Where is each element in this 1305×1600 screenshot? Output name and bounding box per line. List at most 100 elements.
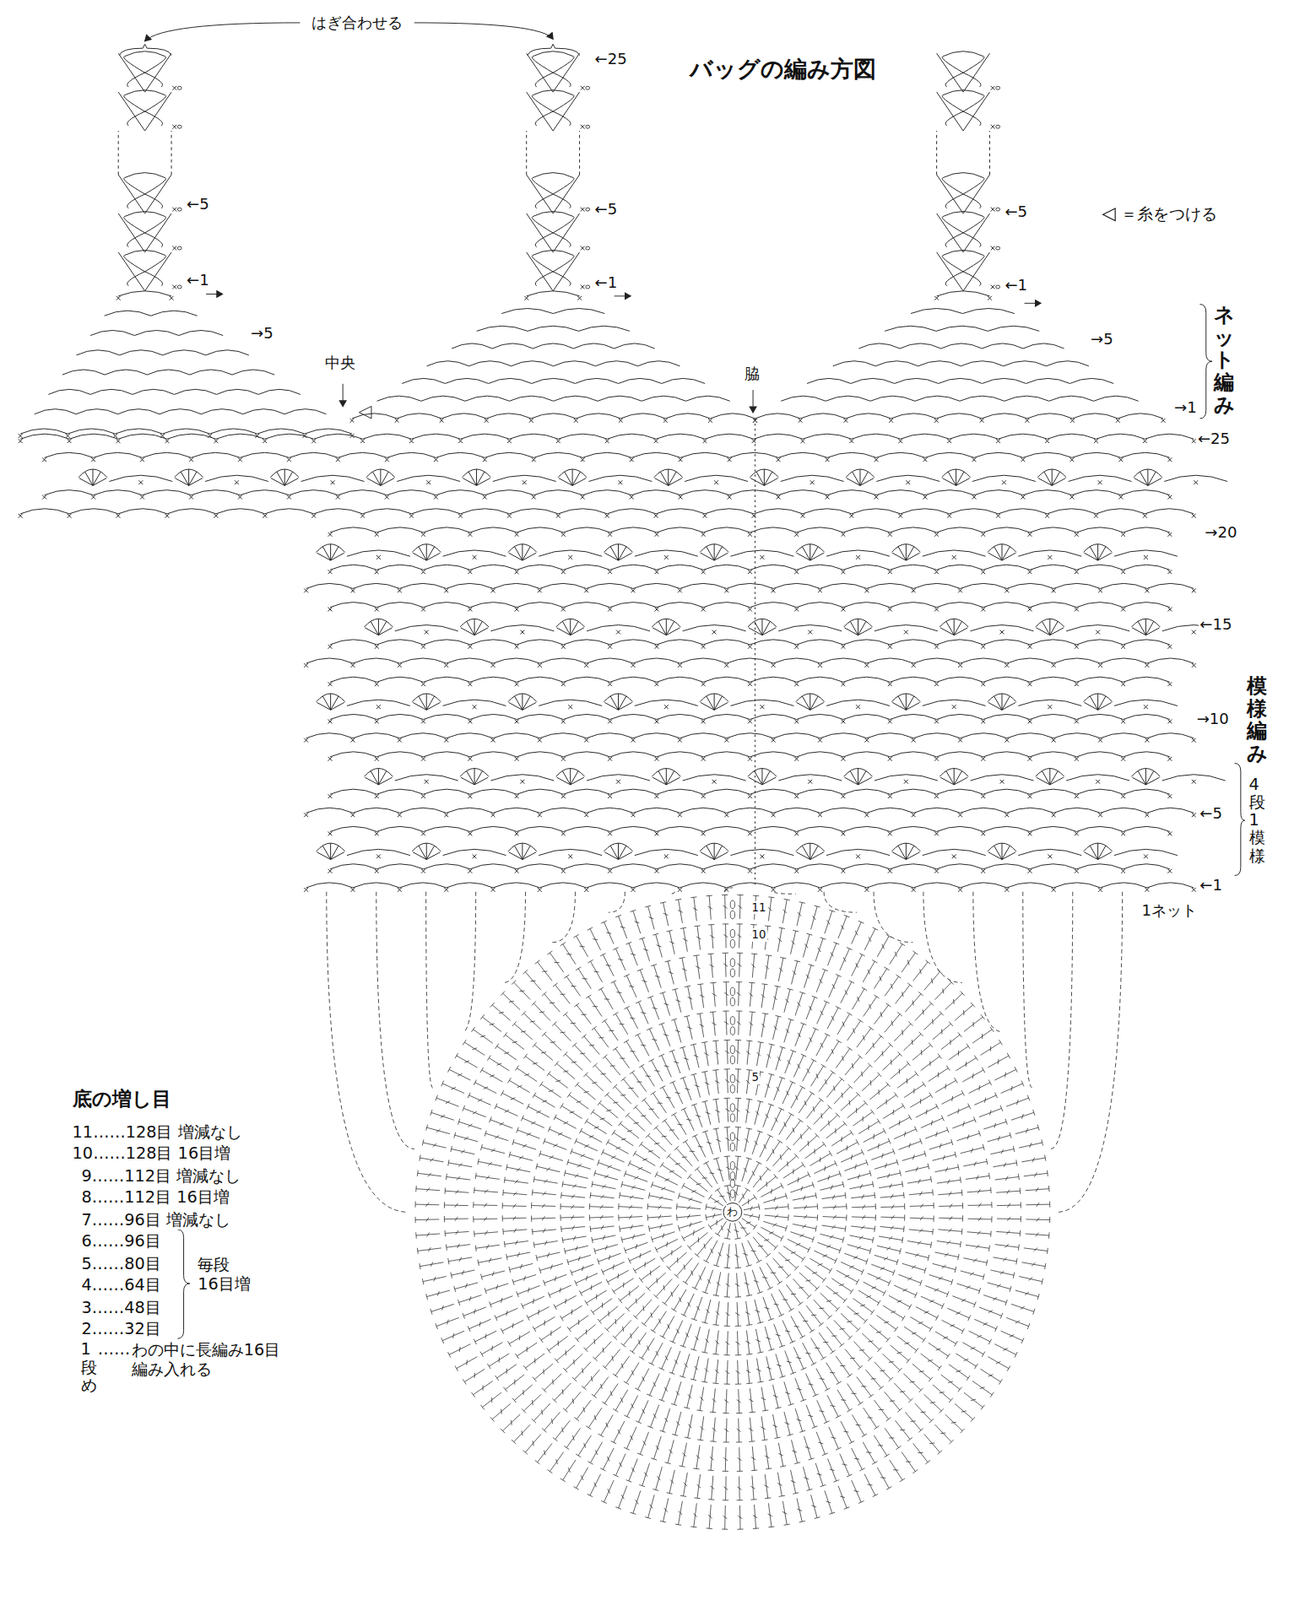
chain-mark <box>730 1017 735 1026</box>
base-round-stitches <box>647 1127 818 1299</box>
chart-label: ←1 <box>1003 276 1029 295</box>
chain-mark <box>585 86 591 90</box>
pointer-arrow <box>342 384 344 407</box>
chart-label: …… <box>97 1339 132 1360</box>
chart-label: 4……64目 <box>81 1275 163 1295</box>
base-round-stitches <box>415 894 1051 1530</box>
chain-mark <box>730 1084 735 1094</box>
chain-mark <box>730 900 735 910</box>
strap-gap-line <box>936 130 991 175</box>
strap-gap-line <box>526 130 580 175</box>
chain-mark <box>730 910 735 920</box>
chart-label: 11 <box>751 901 768 916</box>
join-line <box>414 22 553 39</box>
chart-label: 6……96目 <box>81 1231 163 1251</box>
chain-mark <box>730 1172 735 1181</box>
chart-label: わの中に長編み16目 編み入れる <box>130 1340 303 1380</box>
chain-mark <box>730 987 735 997</box>
chart-label: ←5 <box>1198 804 1224 824</box>
legend-sample-triangle <box>1103 208 1116 222</box>
chart-label: 2……32目 <box>81 1319 163 1339</box>
chain-mark <box>730 1190 735 1199</box>
chart-drawing <box>18 22 1246 1530</box>
chain-mark <box>730 929 735 938</box>
chain-mark <box>730 1180 735 1189</box>
chain-mark <box>730 1132 735 1142</box>
chart-label: ←5 <box>1003 202 1029 222</box>
base-round-stitches <box>589 1069 876 1356</box>
chart-label: 脇 <box>743 364 761 384</box>
chain-mark <box>730 1074 735 1083</box>
base-round-stitches <box>560 1039 905 1385</box>
join-brace <box>119 43 172 55</box>
chart-label: わ <box>725 1205 739 1219</box>
chain-mark <box>177 246 182 250</box>
chain-mark <box>585 124 591 129</box>
chain-mark <box>730 1055 735 1065</box>
chain-mark <box>177 86 182 90</box>
join-brace <box>527 43 580 55</box>
chart-label: ←1 <box>185 270 211 290</box>
chain-mark <box>730 1104 735 1113</box>
chart-label: ←25 <box>1196 429 1231 449</box>
table-bracket <box>177 1229 190 1339</box>
pattern-stitches <box>18 433 1228 893</box>
chart-label: →5 <box>249 324 275 343</box>
chart-label: ←5 <box>594 200 619 219</box>
chain-mark <box>730 1027 735 1036</box>
chart-label: 3……48目 <box>81 1298 163 1318</box>
net-stitches <box>18 291 1166 439</box>
chain-mark <box>730 1114 735 1123</box>
join-line <box>145 22 301 42</box>
chart-label: ←5 <box>185 194 211 214</box>
strap-gap-line <box>118 130 172 175</box>
base-round-stitches <box>444 924 1021 1501</box>
direction-arrow <box>205 293 223 295</box>
chain-mark <box>730 958 735 968</box>
chain-mark <box>730 997 735 1007</box>
direction-arrow <box>1024 303 1041 304</box>
chain-mark <box>730 1162 735 1171</box>
chart-label: 底の増し目 <box>71 1088 173 1112</box>
chart-label: 4段1模様 <box>1249 775 1266 866</box>
base-round-stitches <box>618 1098 847 1327</box>
chain-mark <box>585 207 591 212</box>
chart-label: 中央 <box>324 353 357 373</box>
chart-label: →10 <box>1196 709 1230 729</box>
chart-label: 8……112目 16目増 <box>81 1187 231 1208</box>
pointer-arrow <box>752 389 754 413</box>
chart-label: 1ネット <box>1140 901 1198 921</box>
chart-label: 5……80目 <box>81 1254 163 1274</box>
chart-label: 11……128目 増減なし <box>71 1122 244 1143</box>
chart-label: →5 <box>1089 330 1115 349</box>
join-dashed-line <box>326 888 1123 1213</box>
base-round-stitches <box>705 1185 760 1240</box>
section-bracket <box>1234 763 1246 876</box>
chain-mark <box>585 246 591 250</box>
chain-mark <box>996 285 1001 289</box>
chain-mark <box>996 246 1001 250</box>
chart-label: 10……128目 16目増 <box>71 1143 233 1164</box>
chain-mark <box>996 124 1001 129</box>
chart-label: 5 <box>751 1071 760 1085</box>
chart-label: ←25 <box>594 49 629 69</box>
legend-text: ＝糸をつける <box>1120 204 1219 224</box>
chart-label: 7……96目 増減なし <box>81 1210 233 1230</box>
chart-label: 10 <box>751 928 768 943</box>
chart-label: はぎ合わせる <box>310 13 404 33</box>
chart-label: ネット編み <box>1213 303 1235 417</box>
chart-label: →1 <box>1173 398 1198 417</box>
chart-label: 9……112目 増減なし <box>81 1166 243 1186</box>
base-round-stitches <box>473 953 992 1472</box>
chart-label: 毎段 16目増 <box>196 1255 255 1295</box>
chain-mark <box>177 207 182 212</box>
chart-label: →20 <box>1203 523 1238 542</box>
chart-label: ←1 <box>594 273 619 293</box>
attach-yarn-mark <box>358 406 372 419</box>
chain-mark <box>730 1142 735 1152</box>
strap-stitches <box>118 51 990 292</box>
magic-ring <box>723 1202 742 1222</box>
base-round-stitches <box>502 982 963 1443</box>
chain-mark <box>585 285 591 289</box>
direction-arrow <box>614 295 631 297</box>
